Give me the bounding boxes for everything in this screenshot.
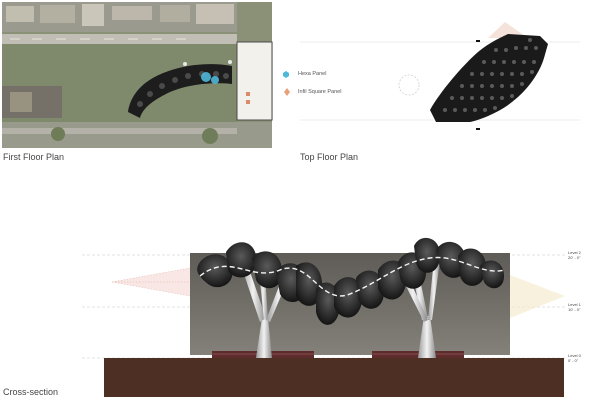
level-marker: Level 2 20' - 0" xyxy=(568,250,581,260)
level-name: Level 2 xyxy=(568,250,581,255)
level-elevation: 20' - 0" xyxy=(568,255,581,260)
legend-swatches xyxy=(283,71,290,96)
top-floor-plan xyxy=(300,22,580,130)
first-floor-plan xyxy=(2,2,273,148)
top-floor-plan-caption: Top Floor Plan xyxy=(300,152,359,162)
level-elevation: 10' - 0" xyxy=(568,307,581,312)
level-elevation: 0' - 0" xyxy=(568,358,579,363)
level-name: Level 1 xyxy=(568,302,581,307)
level-name: Level 0 xyxy=(568,353,581,358)
legend-label-square-panel: Infil Square Panel xyxy=(298,89,342,95)
level-marker: Level 0 0' - 0" xyxy=(568,353,581,363)
cross-section xyxy=(82,237,565,397)
square-panel-icon xyxy=(284,88,290,96)
level-marker: Level 1 10' - 0" xyxy=(568,302,581,312)
legend-label-hexa-panel: Hexa Panel xyxy=(298,71,327,77)
first-floor-plan-caption: First Floor Plan xyxy=(3,152,65,162)
cross-section-caption: Cross-section xyxy=(3,387,59,397)
hexa-panel-icon xyxy=(283,71,289,78)
